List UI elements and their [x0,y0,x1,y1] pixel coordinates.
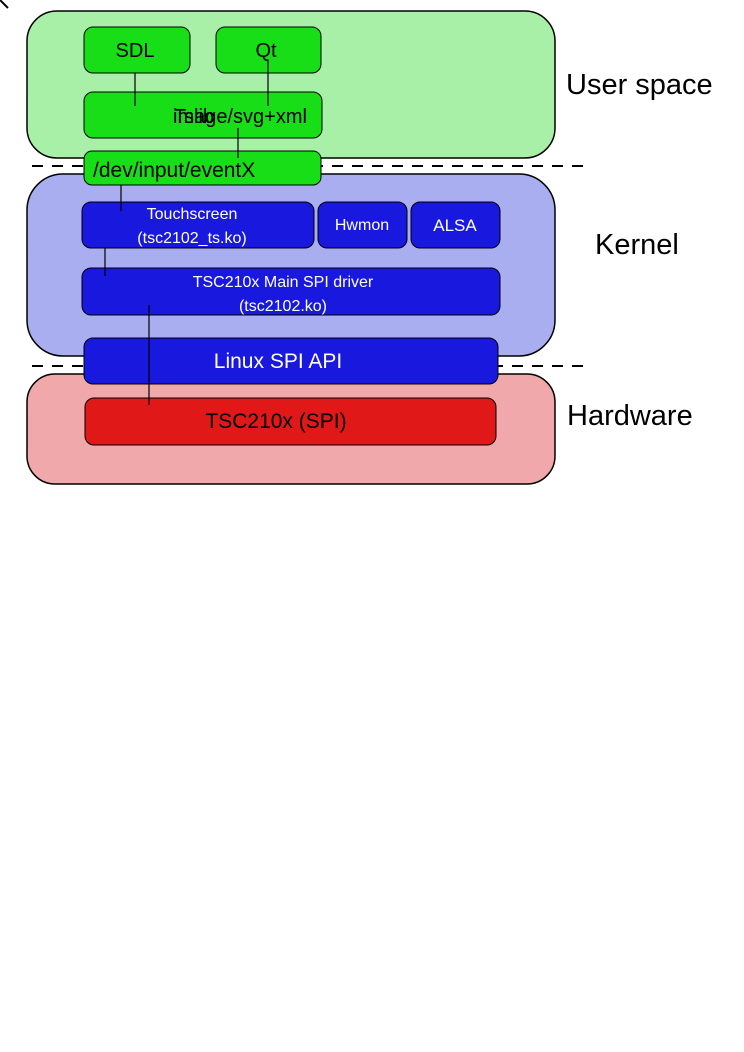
sdl-label: SDL [116,40,155,62]
main-spi-driver-box [81,267,501,316]
hwmon-box [317,201,408,249]
main-spi-label-line2: (tsc2102.ko) [239,298,327,315]
alsa-label: ALSA [433,216,477,235]
layer-label-user-space: User space [566,69,713,101]
layer-label-hardware: Hardware [567,400,693,432]
qt-label: Qt [255,40,277,62]
sdl-box [83,26,191,74]
dev-input-box [83,150,322,186]
touchscreen-label-line2: (tsc2102_ts.ko) [137,230,246,247]
tsc-spi-label: TSC210x (SPI) [205,410,346,433]
dev-input-label: /dev/input/eventX [93,159,255,182]
touchscreen-label-line1: Touchscreen [147,206,238,223]
alsa-box [410,201,501,249]
tslib-label: Tslib [174,106,214,128]
tsc-spi-box [84,397,497,446]
kernel-panel [26,173,556,357]
linux-spi-api-box [83,337,499,385]
touchscreen-driver-box [81,201,315,249]
main-spi-label-line1: TSC210x Main SPI driver [193,274,374,291]
tslib-box [83,91,323,139]
corner-artifact [0,0,9,9]
linux-spi-api-label: Linux SPI API [214,350,342,373]
tslib-label-overlay: image/svg+xml [173,106,307,128]
layer-label-kernel: Kernel [595,229,679,261]
hwmon-label: Hwmon [335,217,389,234]
